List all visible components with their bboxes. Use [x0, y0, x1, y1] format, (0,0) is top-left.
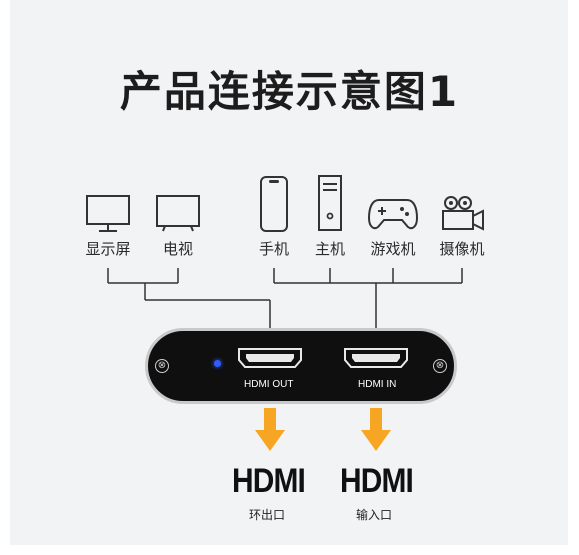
hdmi-converter-box: ⊗ HDMI OUT HDMI IN ⊗ [145, 328, 457, 404]
monitor-icon [86, 195, 130, 232]
arrow-down-icon [361, 408, 391, 451]
device-gamepad: 游戏机 [363, 194, 423, 259]
port-in-label: HDMI IN [358, 379, 397, 390]
device-label: 游戏机 [370, 240, 416, 258]
gamepad-icon [367, 199, 419, 230]
hdmi-out-caption: 环出口 [249, 508, 286, 522]
power-led [214, 360, 221, 367]
device-monitor: 显示屏 [78, 194, 138, 259]
device-label: 电视 [162, 240, 193, 258]
device-phone: 手机 [244, 174, 304, 259]
device-label: 手机 [258, 240, 289, 258]
hdmi-out-port-icon [238, 348, 302, 368]
arrow-down-icon [255, 408, 285, 451]
hdmi-in-title: HDMI [340, 462, 414, 500]
page-title: 产品连接示意图1 [119, 67, 460, 116]
hdmi-in-port-icon [344, 348, 408, 368]
device-label: 摄像机 [439, 240, 485, 258]
screw-icon: ⊗ [433, 359, 447, 373]
device-pc: 主机 [300, 174, 360, 259]
screw-icon: ⊗ [155, 359, 169, 373]
device-tv: 电视 [148, 194, 208, 259]
video-camera-icon [442, 196, 484, 231]
hdmi-out-title: HDMI [232, 462, 306, 500]
port-out-label: HDMI OUT [244, 379, 294, 390]
device-camera: 摄像机 [432, 194, 492, 259]
tv-icon [156, 195, 200, 232]
phone-icon [260, 176, 288, 232]
device-label: 显示屏 [85, 240, 131, 258]
pc-tower-icon [318, 175, 342, 231]
device-label: 主机 [314, 240, 345, 258]
background-panel [10, 0, 568, 545]
hdmi-in-caption: 输入口 [356, 508, 393, 522]
